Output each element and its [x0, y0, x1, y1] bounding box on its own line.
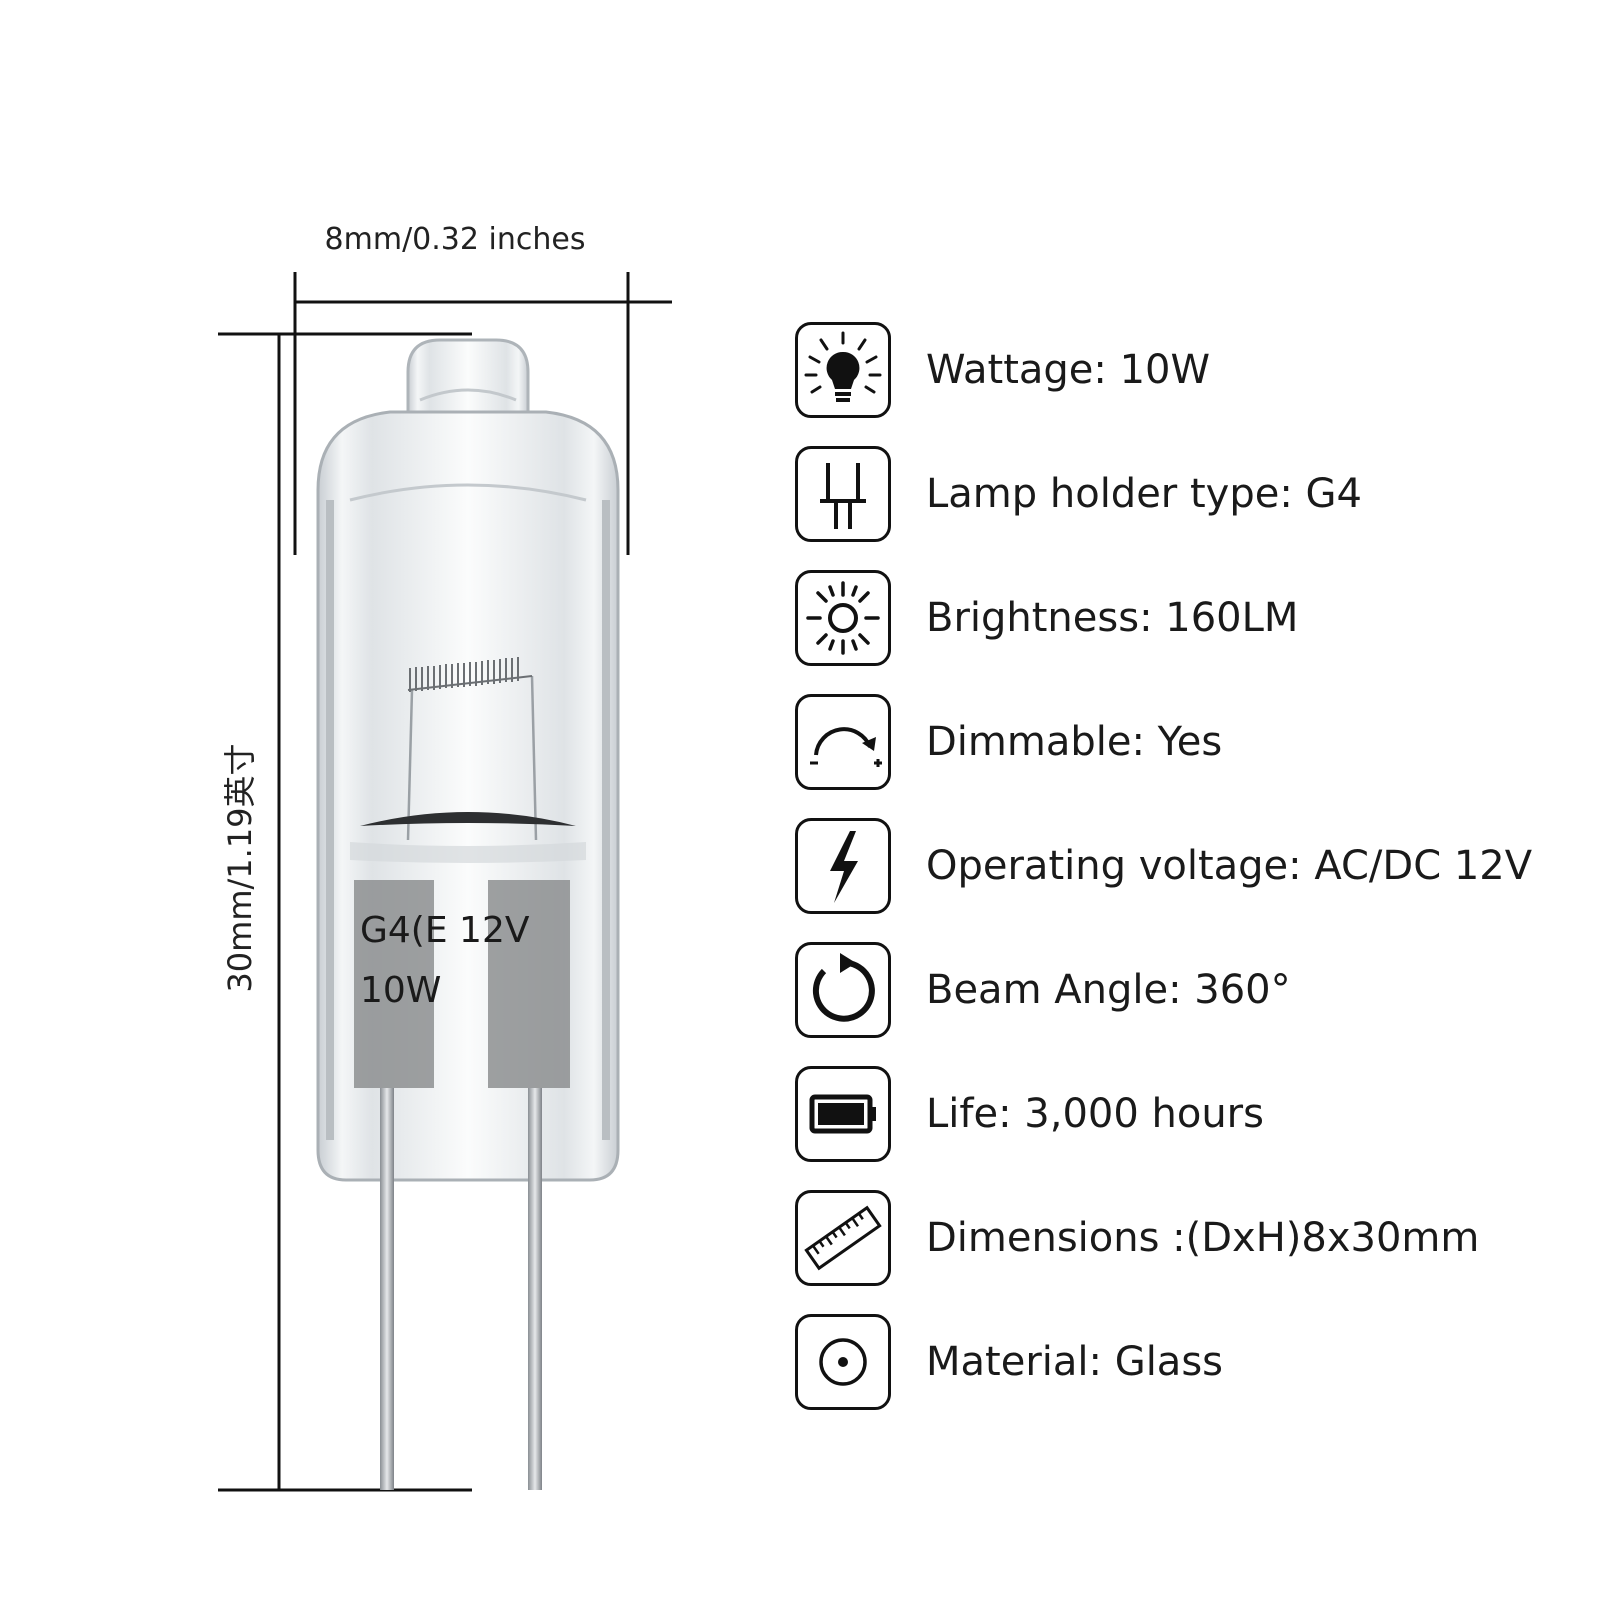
spec-brightness-text: Brightness: 160LM [926, 595, 1299, 641]
lamp-holder-icon [795, 446, 891, 542]
filament [407, 657, 533, 692]
base-text-line2: 10W [360, 970, 442, 1011]
spec-dimensions: Dimensions :(DxH)8x30mm [795, 1190, 1575, 1290]
width-dimension-label: 8mm/0.32 inches [324, 222, 586, 257]
spec-dimmable: Dimmable: Yes [795, 694, 1575, 794]
pin-right [528, 1088, 542, 1490]
bulb-drawing [218, 272, 672, 1492]
lightning-icon [795, 818, 891, 914]
rotate-icon [795, 942, 891, 1038]
base-text-line1: G4(E 12V [360, 910, 530, 951]
bulb-tip [406, 338, 530, 414]
spec-voltage: Operating voltage: AC/DC 12V [795, 818, 1575, 918]
spec-brightness: Brightness: 160LM [795, 570, 1575, 670]
height-dimension-text: 30mm/1.19英寸 [221, 743, 259, 993]
spec-wattage: Wattage: 10W [795, 322, 1575, 422]
spec-dimmable-text: Dimmable: Yes [926, 719, 1223, 765]
spec-voltage-text: Operating voltage: AC/DC 12V [926, 843, 1533, 889]
spec-material: Material: Glass [795, 1314, 1575, 1414]
material-icon [795, 1314, 891, 1410]
base-label-block-left [354, 880, 434, 1088]
dimmer-icon [795, 694, 891, 790]
spec-life-text: Life: 3,000 hours [926, 1091, 1264, 1137]
base-label-block-right [488, 880, 570, 1088]
spec-beam-angle-text: Beam Angle: 360° [926, 967, 1291, 1013]
bulb-icon [795, 322, 891, 418]
spec-life: Life: 3,000 hours [795, 1066, 1575, 1166]
spec-lamp-holder-text: Lamp holder type: G4 [926, 471, 1362, 517]
height-dimension-line [218, 332, 472, 1492]
ruler-icon [795, 1190, 891, 1286]
sun-icon [795, 570, 891, 666]
spec-beam-angle: Beam Angle: 360° [795, 942, 1575, 1042]
pin-left [380, 1088, 394, 1490]
bulb-illustration [0, 0, 700, 1600]
battery-icon [795, 1066, 891, 1162]
spec-lamp-holder: Lamp holder type: G4 [795, 446, 1575, 546]
spec-wattage-text: Wattage: 10W [926, 347, 1211, 393]
spec-dimensions-text: Dimensions :(DxH)8x30mm [926, 1215, 1480, 1261]
spec-list: Wattage: 10W Lamp holder type: G4 [795, 322, 1575, 1422]
width-dimension-line [293, 272, 672, 555]
spec-material-text: Material: Glass [926, 1339, 1223, 1385]
